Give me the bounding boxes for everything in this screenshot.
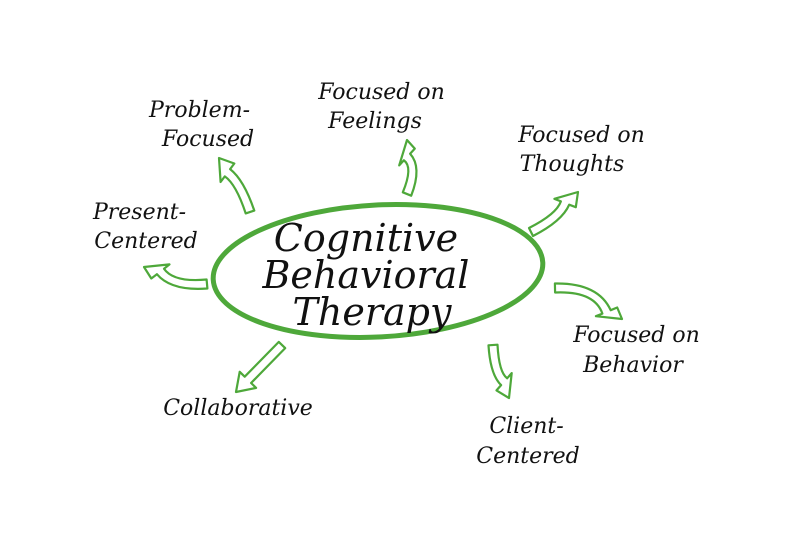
arrow-to-focused-on-behavior (553, 282, 624, 321)
node-label-line: Focused on (572, 323, 700, 348)
node-label-line: Focused on (517, 123, 645, 148)
node-focused-on-thoughts: Focused on Thoughts (517, 123, 652, 177)
center-ellipse (210, 202, 546, 340)
arrow-to-focused-on-thoughts (527, 190, 580, 238)
center-title-line: Behavioral (261, 253, 469, 297)
node-label-line: Collaborative (163, 396, 313, 421)
node-problem-focused: Problem- Focused (148, 98, 257, 152)
node-label-line: Problem- (148, 98, 250, 123)
node-label-line: Present- (92, 200, 186, 225)
center-title-line: Therapy (293, 290, 452, 334)
arrow-to-client-centered (487, 343, 513, 400)
node-label-line: Focused (161, 127, 254, 152)
node-collaborative: Collaborative (163, 396, 313, 421)
node-label-line: Behavior (582, 353, 684, 378)
node-focused-on-behavior: Focused on Behavior (572, 323, 707, 378)
arrow-to-focused-on-feelings (398, 138, 418, 197)
node-label-line: Centered (94, 229, 198, 254)
node-label-line: Focused on (317, 80, 445, 105)
node-label-line: Thoughts (520, 152, 625, 177)
node-label-line: Client- (489, 414, 563, 439)
node-focused-on-feelings: Focused on Feelings (317, 80, 452, 134)
node-label-line: Centered (476, 444, 580, 469)
arrow-to-present-centered (142, 263, 209, 290)
node-label-line: Feelings (327, 109, 422, 134)
center-title-line: Cognitive (274, 216, 458, 260)
arrow-to-collaborative (234, 340, 287, 394)
node-client-centered: Client- Centered (476, 414, 580, 469)
arrow-to-problem-focused (217, 156, 256, 215)
node-present-centered: Present- Centered (92, 200, 198, 254)
center-title: Cognitive Behavioral Therapy (261, 216, 481, 334)
